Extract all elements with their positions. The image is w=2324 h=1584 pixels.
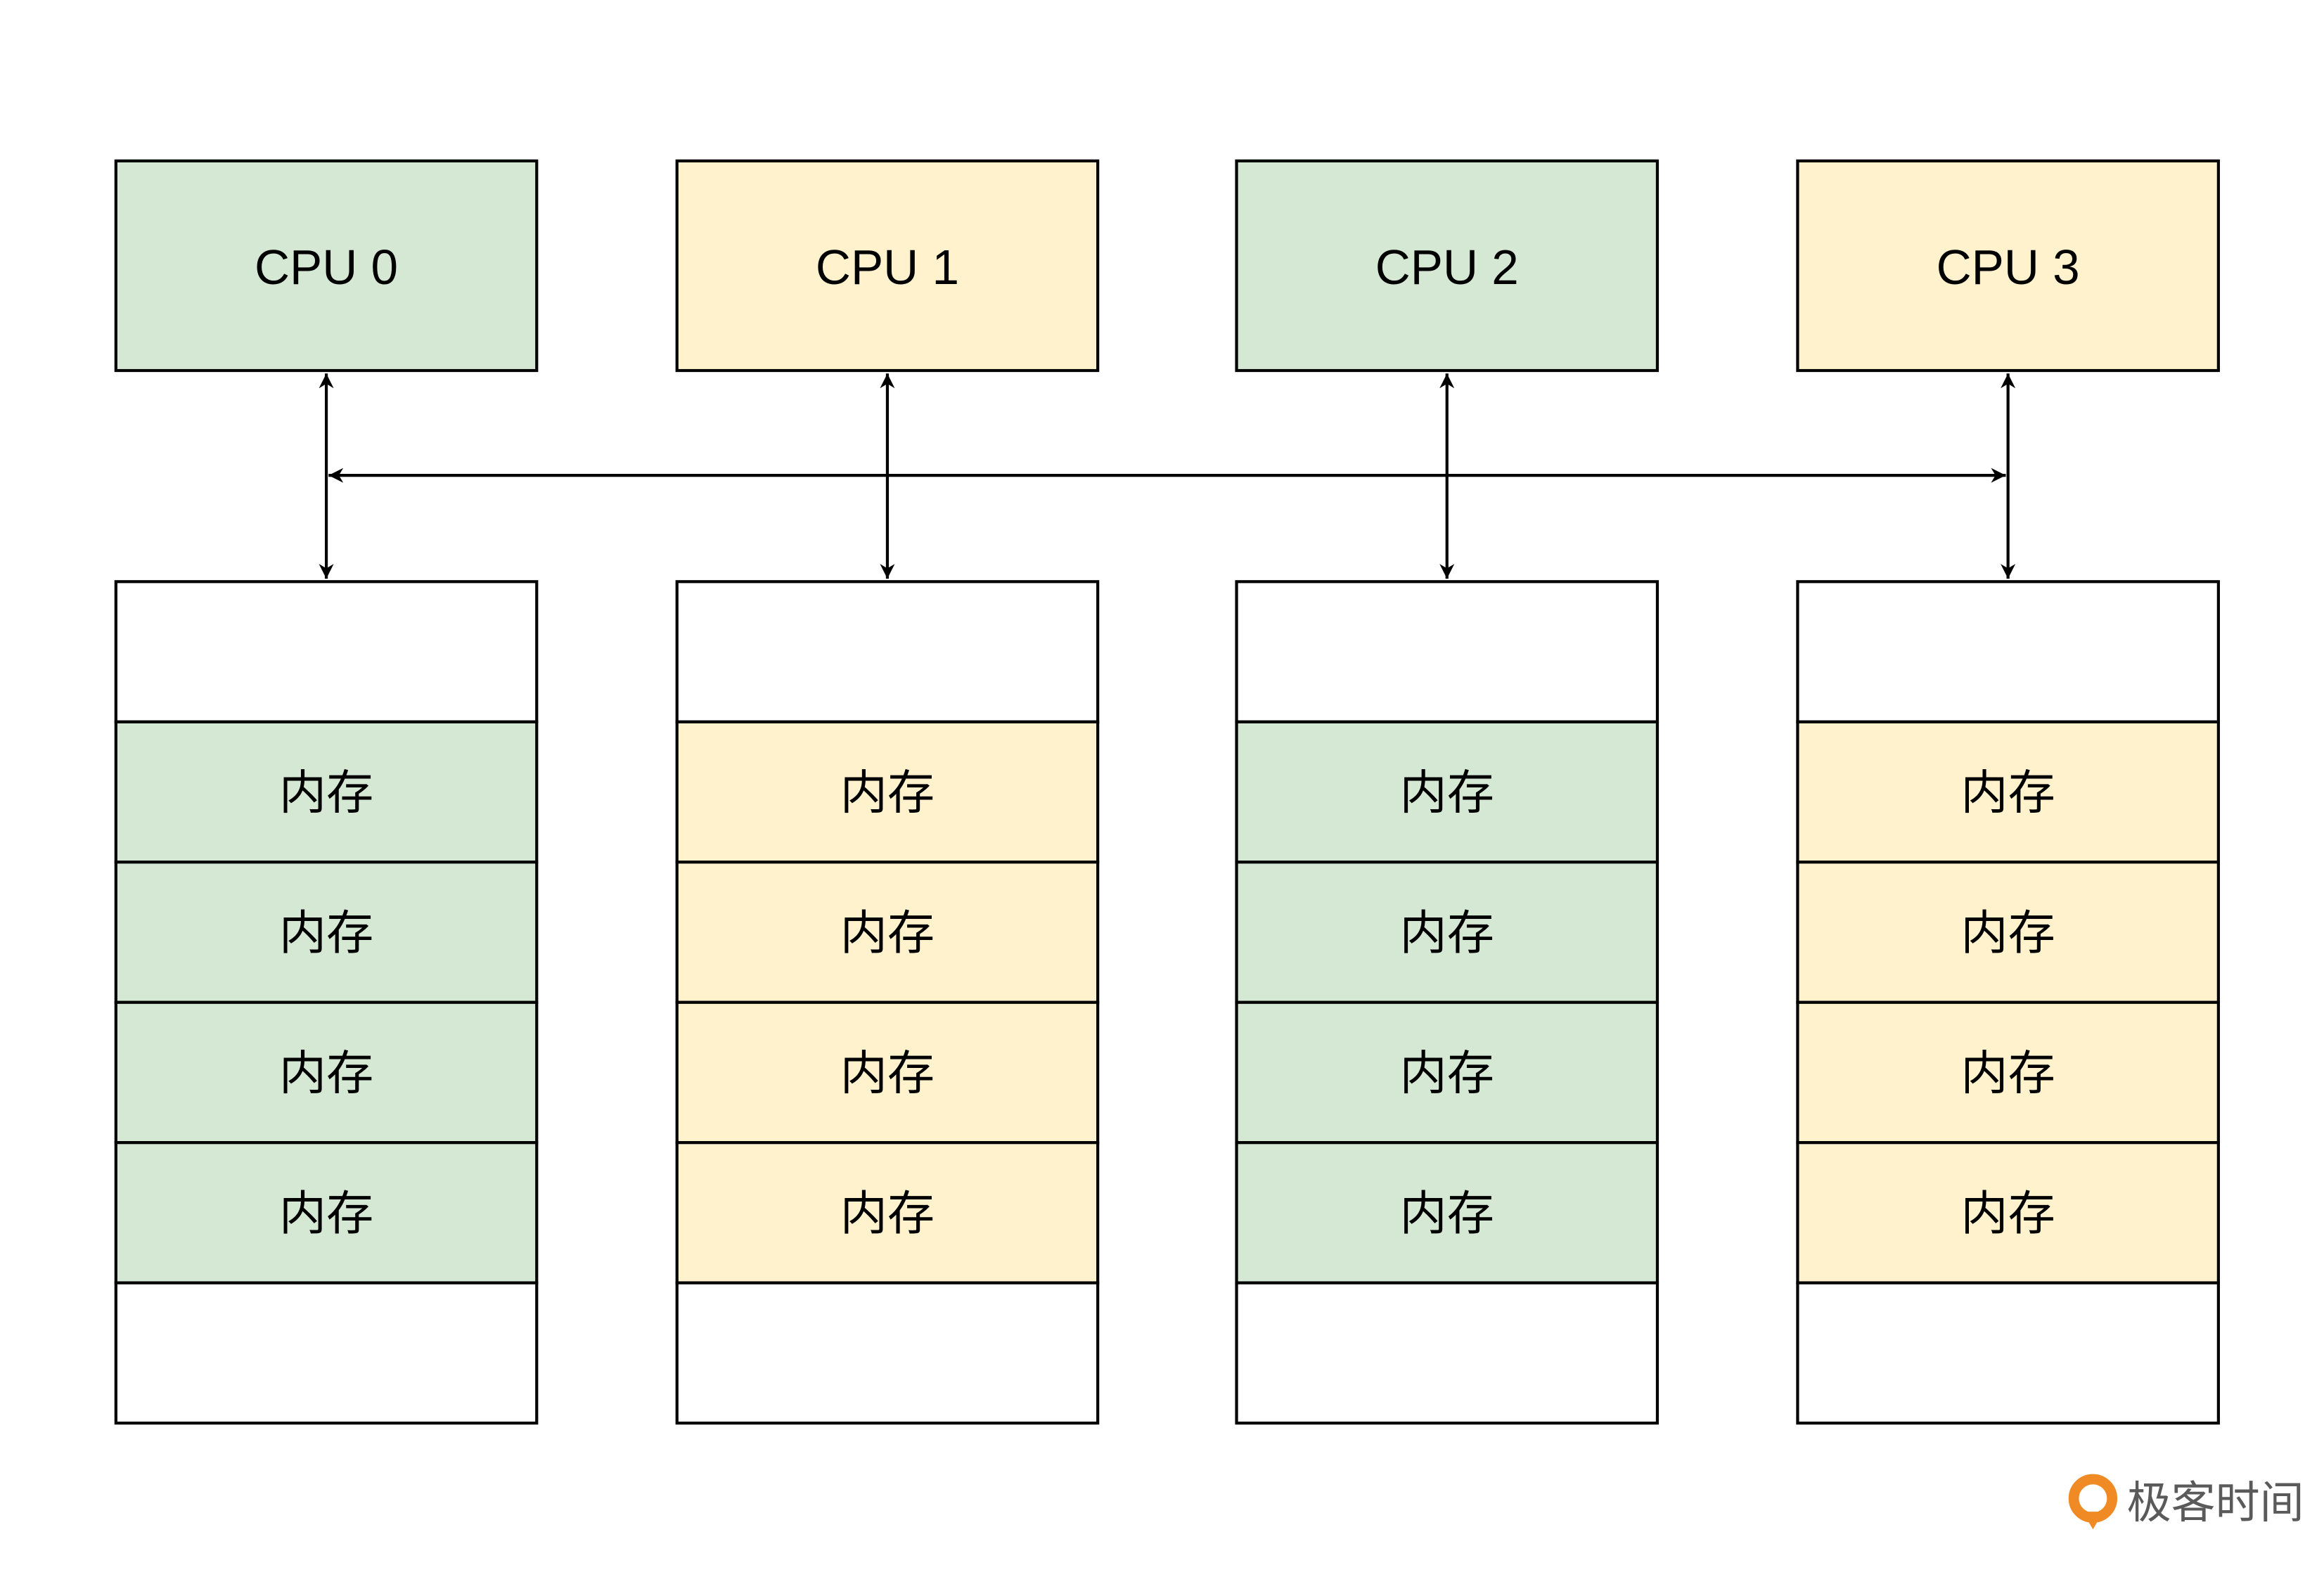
geektime-logo-icon — [2068, 1474, 2118, 1530]
geektime-logo: 极客时间 — [2068, 1474, 2304, 1530]
memory-bank-0-cell-3-label: 内存 — [279, 1045, 373, 1100]
memory-bank-1-cell-4 — [675, 1141, 1100, 1284]
memory-bank-2-cell-1-label: 内存 — [1400, 766, 1494, 820]
memory-bank-2-cell-4 — [1235, 1141, 1659, 1284]
memory-bank-3-bottom-empty-cell — [1796, 1281, 2220, 1425]
cpu-2-column: CPU 2 内存 内存 内存 内存 — [1235, 159, 1659, 1425]
memory-bank-0-top-empty-cell — [114, 580, 539, 723]
cpu-2-box — [1235, 159, 1659, 373]
cpu-3-column: CPU 3 内存 内存 内存 内存 — [1796, 159, 2220, 1425]
memory-bank-1-bottom-empty-cell — [675, 1281, 1100, 1425]
memory-bank-0-bottom-empty-cell — [114, 1281, 539, 1425]
memory-bank-2-cell-2-label: 内存 — [1400, 906, 1494, 960]
memory-bank-2-cell-1 — [1235, 720, 1659, 864]
memory-bank-2-cell-4-label: 内存 — [1400, 1186, 1494, 1241]
cpu-0-box — [114, 159, 539, 373]
memory-bank-0-cell-1-label: 内存 — [279, 766, 373, 820]
memory-bank-3-cell-3-label: 内存 — [1960, 1045, 2055, 1100]
cpu-1-box — [675, 159, 1100, 373]
memory-bank-1-cell-3-label: 内存 — [840, 1045, 935, 1100]
cpu-1-column: CPU 1 内存 内存 内存 内存 — [675, 159, 1100, 1425]
memory-bank-1-cell-2-label: 内存 — [840, 906, 935, 960]
memory-bank-3-cell-3 — [1796, 1000, 2220, 1145]
memory-bank-0-cell-2-label: 内存 — [279, 906, 373, 960]
memory-bank-3-cell-4-label: 内存 — [1960, 1186, 2055, 1241]
memory-bank-0: 内存 内存 内存 内存 — [114, 580, 539, 1425]
memory-bank-3-cell-2 — [1796, 861, 2220, 1004]
memory-bank-3-cell-2-label: 内存 — [1960, 906, 2055, 960]
cpu-1-label: CPU 1 — [816, 240, 959, 295]
memory-bank-2-top-empty-cell — [1235, 580, 1659, 723]
memory-bank-3-top-empty-cell — [1796, 580, 2220, 723]
memory-bank-1: 内存 内存 内存 内存 — [675, 580, 1100, 1425]
memory-bank-3-cell-1-label: 内存 — [1960, 766, 2055, 820]
memory-bank-1-cell-2 — [675, 861, 1100, 1004]
memory-bank-3: 内存 内存 内存 内存 — [1796, 580, 2220, 1425]
cpu-3-box — [1796, 159, 2220, 373]
memory-bank-3-cell-1 — [1796, 720, 2220, 864]
memory-bank-2: 内存 内存 内存 内存 — [1235, 580, 1659, 1425]
cpu-3-label: CPU 3 — [1937, 240, 2080, 295]
memory-bank-0-cell-4-label: 内存 — [279, 1186, 373, 1241]
memory-bank-2-cell-3 — [1235, 1000, 1659, 1145]
cpu-0-label: CPU 0 — [255, 240, 398, 295]
memory-bank-1-cell-1-label: 内存 — [840, 766, 935, 820]
memory-bank-0-cell-2 — [114, 861, 539, 1004]
memory-bank-2-cell-3-label: 内存 — [1400, 1045, 1494, 1100]
geektime-logo-text: 极客时间 — [2127, 1477, 2304, 1528]
memory-bank-0-cell-3 — [114, 1000, 539, 1145]
memory-bank-3-cell-4 — [1796, 1141, 2220, 1284]
cpu-0-column: CPU 0 内存 内存 内存 内存 — [114, 159, 539, 1425]
memory-bank-1-cell-4-label: 内存 — [840, 1186, 935, 1241]
memory-bank-2-bottom-empty-cell — [1235, 1281, 1659, 1425]
cpu-2-label: CPU 2 — [1375, 240, 1519, 295]
memory-bank-0-cell-1 — [114, 720, 539, 864]
interconnect — [319, 373, 2016, 579]
memory-bank-1-top-empty-cell — [675, 580, 1100, 723]
